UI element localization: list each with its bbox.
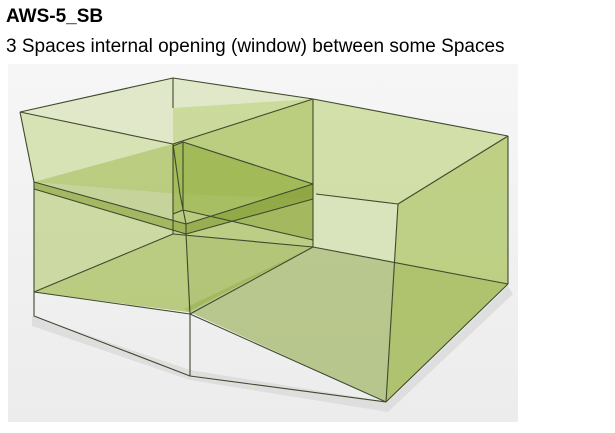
page-title: AWS-5_SB: [6, 6, 104, 27]
space-right-top: [173, 99, 508, 204]
space-lower-left-front-face: [34, 189, 188, 312]
space-right-front-face: [386, 136, 508, 402]
model-canvas[interactable]: [8, 64, 518, 422]
floor-slab-edge: [34, 182, 186, 234]
page-subtitle: 3 Spaces internal opening (window) betwe…: [6, 36, 505, 57]
space-upper-left-top: [20, 78, 313, 144]
model-edges: [19, 77, 509, 403]
floor-slab-edge-right: [186, 184, 313, 234]
model-viewport[interactable]: [8, 64, 518, 422]
